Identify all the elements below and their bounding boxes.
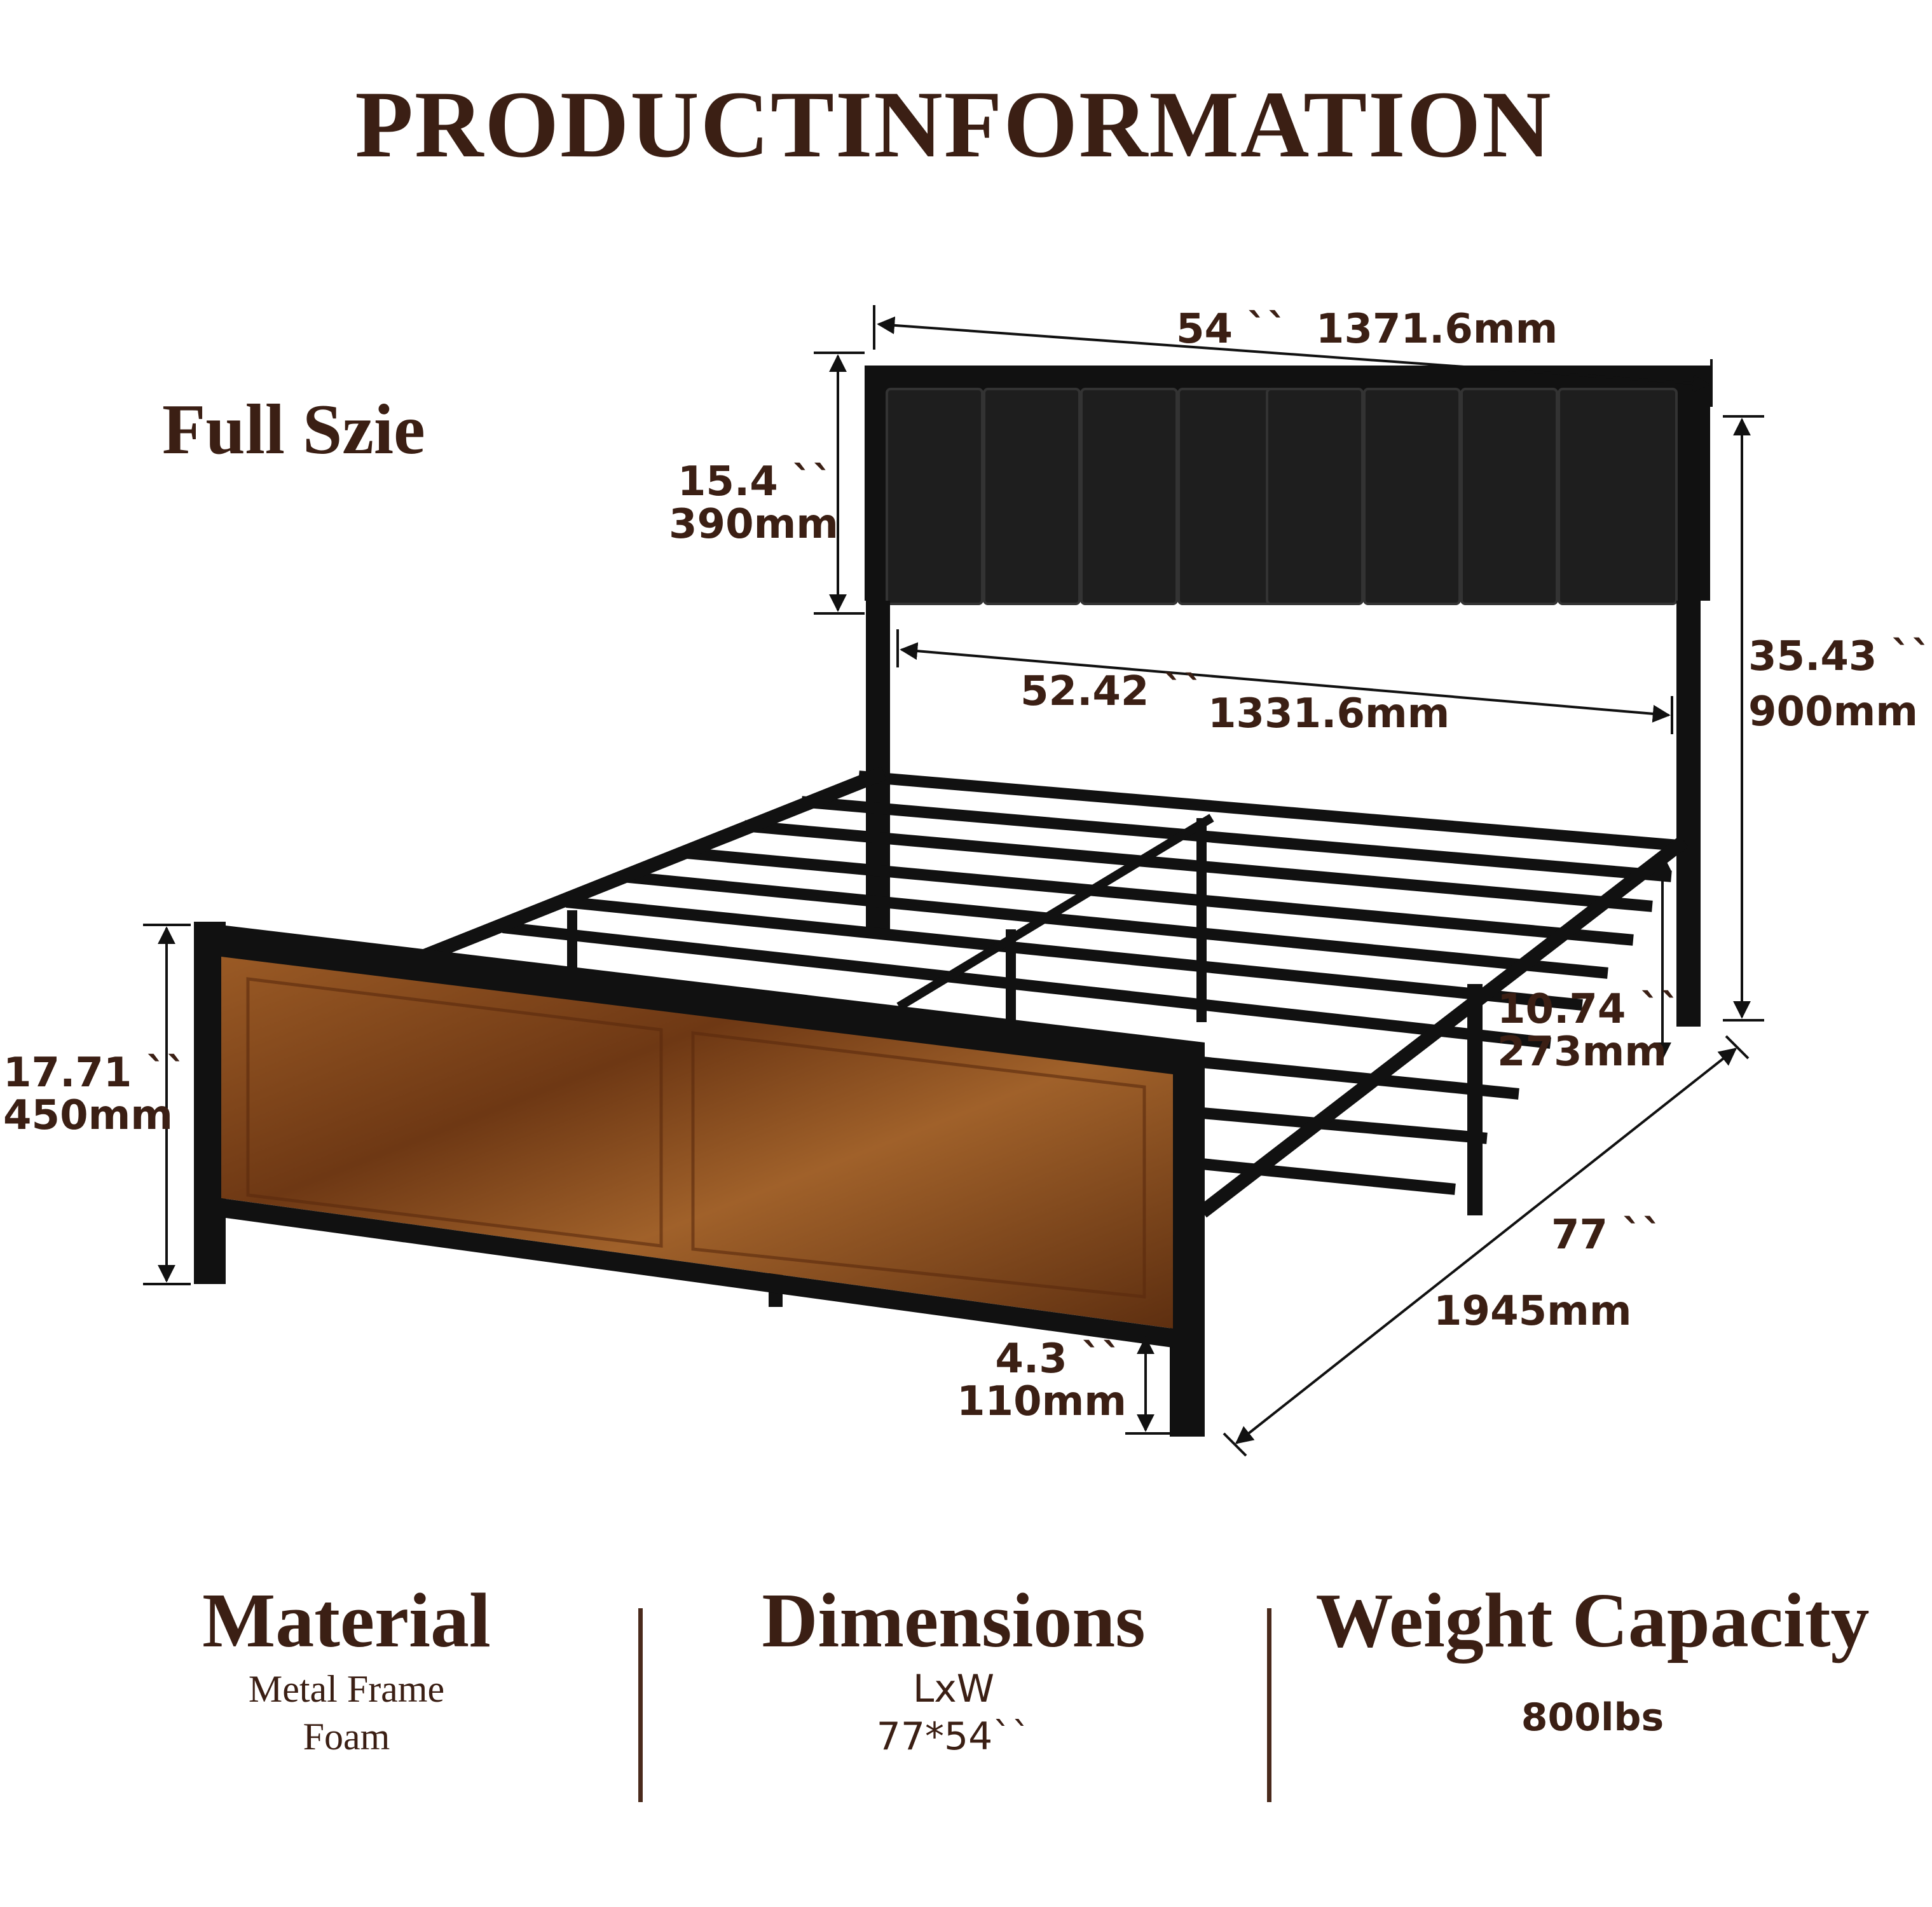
dimensions-line1: LxW bbox=[912, 1667, 995, 1711]
floor-gap-label: 4.3 `` 110mm bbox=[957, 1336, 1127, 1426]
under-clearance-mm: 273mm bbox=[1497, 1029, 1667, 1076]
headboard-height-inch: 15.4 `` bbox=[677, 458, 833, 505]
under-clearance-inch: 10.74 `` bbox=[1497, 986, 1681, 1033]
material-line1: Metal Frame bbox=[248, 1668, 445, 1710]
floor-gap-mm: 110mm bbox=[957, 1378, 1127, 1426]
dimension-lines bbox=[143, 305, 1764, 1457]
dimensions-heading: Dimensions bbox=[762, 1578, 1146, 1664]
weight-heading: Weight Capacity bbox=[1315, 1578, 1870, 1664]
width-outer-inch: 54 `` bbox=[1176, 306, 1288, 353]
footboard-height-inch: 17.71 `` bbox=[3, 1049, 187, 1097]
total-height-inch: 35.43 `` bbox=[1748, 633, 1932, 680]
footboard-height-mm: 450mm bbox=[3, 1092, 173, 1140]
divider-1 bbox=[638, 1608, 643, 1802]
material-line2: Foam bbox=[303, 1716, 390, 1758]
spec-material: Material Metal Frame Foam bbox=[86, 1576, 607, 1761]
width-inner-inch: 52.42 `` bbox=[1020, 668, 1204, 715]
total-height-label: 35.43 `` 900mm bbox=[1748, 633, 1932, 736]
headboard-height-mm: 390mm bbox=[669, 501, 839, 549]
width-outer-label: 54 `` 1371.6mm bbox=[1176, 308, 1558, 351]
spec-weight: Weight Capacity 800lbs bbox=[1306, 1576, 1879, 1742]
dimensions-line2: 77*54`` bbox=[876, 1714, 1031, 1759]
weight-value: 800lbs bbox=[1521, 1695, 1664, 1740]
width-inner-mm: 1331.6mm bbox=[1208, 690, 1450, 737]
size-label: Full Szie bbox=[162, 390, 425, 469]
material-heading: Material bbox=[202, 1578, 491, 1664]
length-mm: 1945mm bbox=[1434, 1288, 1632, 1335]
width-outer-mm: 1371.6mm bbox=[1315, 306, 1558, 353]
spec-dimensions: Dimensions LxW 77*54`` bbox=[693, 1576, 1214, 1761]
headboard-height-label: 15.4 `` 390mm bbox=[669, 458, 839, 549]
divider-2 bbox=[1267, 1608, 1271, 1802]
floor-gap-inch: 4.3 `` bbox=[995, 1336, 1122, 1383]
under-clearance-label: 10.74 `` 273mm bbox=[1497, 988, 1681, 1074]
total-height-mm: 900mm bbox=[1748, 688, 1918, 736]
footboard-height-label: 17.71 `` 450mm bbox=[3, 1049, 187, 1140]
headboard bbox=[865, 366, 1710, 1027]
page-title: PRODUCTINFORMATION bbox=[355, 72, 1552, 177]
length-inch: 77 `` bbox=[1551, 1212, 1663, 1259]
footboard bbox=[194, 922, 1205, 1437]
